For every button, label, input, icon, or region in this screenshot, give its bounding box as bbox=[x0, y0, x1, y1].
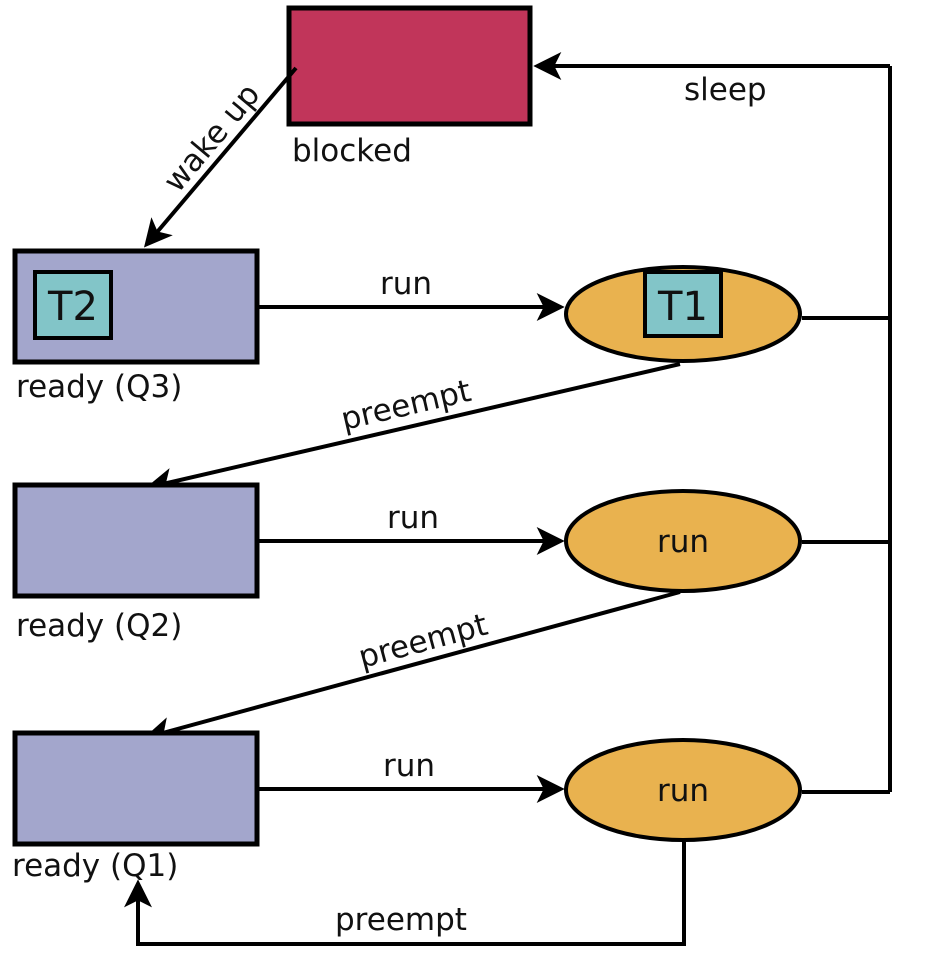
wake-up-label: wake up bbox=[157, 77, 268, 199]
preempt-q3-to-q2-arrow bbox=[145, 362, 681, 496]
running-q1-ellipse bbox=[564, 738, 802, 842]
ready-q2-label: ready (Q2) bbox=[16, 608, 182, 644]
preempt-q2-to-q1-arrow bbox=[143, 590, 681, 745]
preempt-q2-to-q1-label: preempt bbox=[355, 607, 492, 676]
ready-q1-label: ready (Q1) bbox=[12, 848, 178, 884]
blocked-state-label: blocked bbox=[292, 133, 412, 169]
preempt-q1-loop-arrow bbox=[124, 842, 686, 946]
run-q2-label: run bbox=[387, 500, 439, 536]
running-q1-label: run bbox=[657, 773, 709, 809]
thread-t2-box bbox=[33, 270, 113, 340]
ready-q2-box bbox=[12, 482, 260, 599]
running-q2-label: run bbox=[657, 524, 709, 560]
ready-q1-box bbox=[12, 730, 260, 847]
thread-t1-box bbox=[643, 270, 723, 338]
run-q3-label: run bbox=[380, 266, 432, 302]
thread-t1-label: T1 bbox=[657, 284, 708, 330]
wake-up-arrow bbox=[143, 66, 298, 248]
sleep-return-bus bbox=[533, 52, 892, 794]
ready-q3-label: ready (Q3) bbox=[16, 369, 182, 405]
run-q1-label: run bbox=[383, 748, 435, 784]
thread-t2-label: T2 bbox=[47, 284, 98, 330]
blocked-state-box bbox=[286, 5, 533, 127]
running-q2-ellipse bbox=[564, 489, 802, 593]
sleep-label: sleep bbox=[684, 72, 767, 108]
preempt-q1-loop-label: preempt bbox=[335, 902, 467, 938]
